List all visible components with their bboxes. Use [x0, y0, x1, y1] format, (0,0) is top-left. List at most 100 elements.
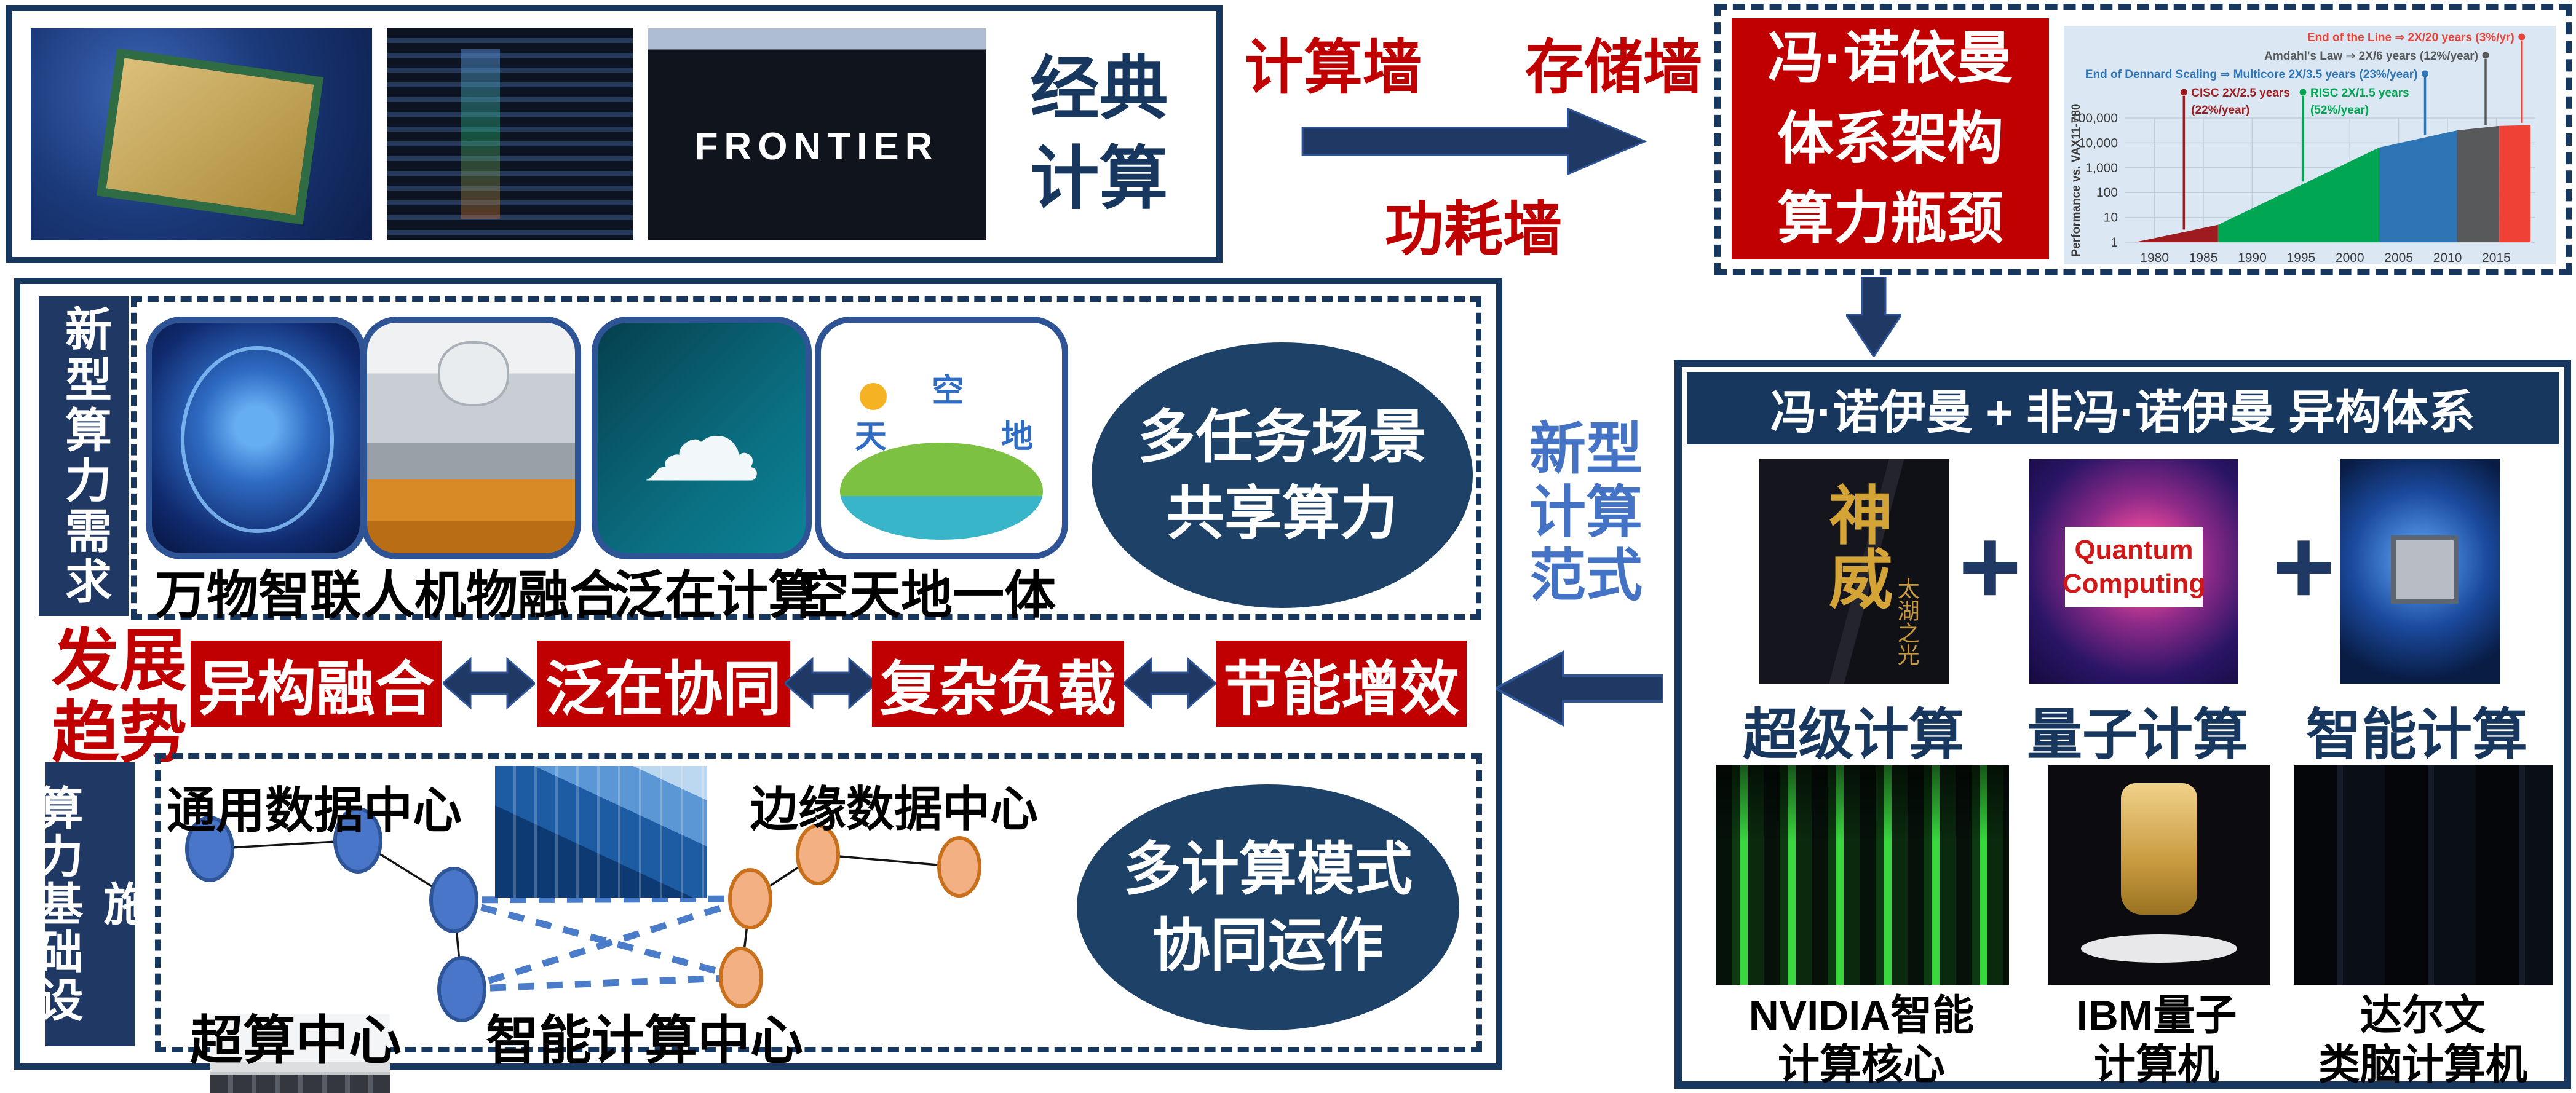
rack-glow-shape — [461, 49, 500, 219]
plus-icon: + — [2272, 507, 2336, 627]
double-arrow-icon — [785, 657, 877, 710]
svg-text:1980: 1980 — [2140, 251, 2169, 264]
svg-text:CISC 2X/2.5 years: CISC 2X/2.5 years — [2191, 87, 2290, 100]
intelligent-computing-label: 智能计算 — [2306, 704, 2527, 766]
network-graph — [185, 807, 981, 1022]
svg-text:Amdahl's Law ⇒ 2X/6 years (12%: Amdahl's Law ⇒ 2X/6 years (12%/year) — [2264, 50, 2478, 63]
trend-label-line1: 发展 — [52, 623, 187, 699]
demand-label-ubiquitous: 泛在计算 — [612, 566, 820, 624]
svg-text:End of Dennard Scaling ⇒ Multi: End of Dennard Scaling ⇒ Multicore 2X/3.… — [2085, 68, 2418, 81]
ibm-quantum-photo — [2048, 765, 2270, 985]
cpu-chip-photo — [31, 28, 372, 240]
svg-text:2010: 2010 — [2433, 251, 2462, 264]
hetero-architecture-box: 冯·诺伊曼 + 非冯·诺伊曼 异构体系 神威 太湖之光 + Quantum Co… — [1674, 360, 2571, 1089]
left-main-box: 新型算力需求 ☁ 空 天 地 万物智联 人机物融合 泛在计算 空天地一体 — [14, 278, 1502, 1093]
classic-photos-row: FRONTIER 经典 计算 — [12, 11, 1216, 257]
ibm-label-line2: 计算机 — [2093, 1041, 2219, 1089]
ai-brain-photo — [146, 317, 366, 559]
demand-label-space-air-ground: 空天地一体 — [797, 566, 1056, 624]
cloud-computing-photo: ☁ — [592, 317, 812, 559]
power-wall-label: 功耗墙 — [1385, 197, 1562, 262]
brain-ring-shape — [181, 345, 334, 533]
bottleneck-line1: 冯·诺依曼 — [1767, 27, 2013, 90]
server-rack-photo — [387, 28, 633, 240]
svg-text:1990: 1990 — [2238, 251, 2267, 264]
ibm-chandelier-shape — [2121, 783, 2197, 915]
trend-box-label: 异构融合 — [198, 656, 434, 722]
intelligent-dc-label: 智能计算中心 — [486, 1011, 803, 1070]
svg-text:1,000: 1,000 — [2085, 161, 2118, 175]
bottleneck-line2: 体系架构 — [1777, 107, 2003, 170]
nvidia-label-line2: 计算核心 — [1777, 1041, 1945, 1089]
trend-box-label: 节能增效 — [1223, 656, 1459, 722]
paradigm-label: 新型 计算 范式 — [1505, 418, 1666, 608]
paradigm-line3: 范式 — [1529, 545, 1643, 608]
demand-dashed-box: ☁ 空 天 地 万物智联 人机物融合 泛在计算 空天地一体 多任务场景 共享算力 — [131, 296, 1481, 624]
ibm-label: IBM量子 计算机 — [2077, 991, 2237, 1089]
darwin-computer-photo — [2294, 765, 2553, 985]
demand-label-human-machine: 人机物融合 — [362, 566, 622, 624]
bottleneck-dashed-box: 冯·诺依曼 体系架构 算力瓶颈 CISC 2X/2.5 years(22%/ye… — [1714, 4, 2572, 275]
nvidia-label-line1: NVIDIA智能 — [1748, 992, 1975, 1039]
trend-box-label: 泛在协同 — [545, 656, 782, 722]
cloud-icon: ☁ — [640, 369, 763, 507]
infra-sidebar: 算力基础设施 — [31, 762, 148, 1046]
supercomputing-label: 超级计算 — [1743, 704, 1964, 766]
double-arrow-icon — [1124, 657, 1216, 710]
quantum-computing-photo: Quantum Computing — [2029, 459, 2238, 684]
plus-icon: + — [1959, 507, 2022, 627]
sun-shape — [859, 382, 887, 410]
darwin-label-line2: 类脑计算机 — [2318, 1041, 2528, 1089]
trend-box-ubiquitous-collab: 泛在协同 — [537, 641, 790, 727]
demand-sidebar: 新型算力需求 — [39, 296, 129, 616]
svg-text:Performance vs. VAX11-780: Performance vs. VAX11-780 — [2070, 104, 2083, 257]
svg-text:(52%/year): (52%/year) — [2310, 104, 2369, 117]
bottleneck-red-box: 冯·诺依曼 体系架构 算力瓶颈 — [1732, 18, 2049, 259]
classic-title-line1: 经典 — [1030, 50, 1168, 128]
cpu-die-shape — [96, 48, 324, 224]
trend-label: 发展 趋势 — [38, 623, 201, 769]
svg-text:100,000: 100,000 — [2071, 111, 2118, 125]
green-landscape-shape — [840, 443, 1043, 540]
general-dc-label: 通用数据中心 — [167, 783, 462, 838]
right-arrow-icon — [1301, 107, 1647, 176]
nvidia-shade — [1716, 765, 2009, 985]
robot-photo — [361, 317, 581, 559]
room-racks-shape — [210, 1075, 390, 1093]
performance-chart: CISC 2X/2.5 years(22%/year)RISC 2X/1.5 y… — [2064, 26, 2556, 266]
multi-mode-line2: 协同运作 — [1152, 913, 1384, 977]
paradigm-line1: 新型 — [1529, 418, 1643, 481]
robot-head-shape — [437, 341, 510, 406]
bottleneck-line3: 算力瓶颈 — [1777, 187, 2003, 251]
sky-char: 空 — [932, 373, 964, 409]
ground-char: 地 — [1001, 419, 1033, 455]
svg-text:End of the Line ⇒ 2X/20 years: End of the Line ⇒ 2X/20 years (3%/yr) — [2307, 31, 2515, 44]
multi-task-line2: 共享算力 — [1166, 481, 1398, 545]
classic-computing-title: 经典 计算 — [1001, 44, 1198, 223]
multi-mode-ellipse: 多计算模式 协同运作 — [1077, 784, 1459, 1030]
storage-wall-label: 存储墙 — [1525, 35, 1702, 101]
darwin-label-line1: 达尔文 — [2360, 992, 2486, 1039]
ibm-label-line1: IBM量子 — [2076, 992, 2237, 1039]
svg-text:2015: 2015 — [2482, 251, 2511, 264]
svg-text:2000: 2000 — [2336, 251, 2364, 264]
down-arrow-icon — [1846, 277, 1901, 357]
sunway-subtitle: 太湖之光 — [1894, 577, 1920, 666]
svg-text:100: 100 — [2096, 186, 2118, 200]
brain-chip-photo — [2340, 459, 2500, 684]
trend-box-energy-saving: 节能增效 — [1216, 641, 1467, 727]
trend-box-label: 复杂负载 — [880, 656, 1116, 722]
svg-text:10,000: 10,000 — [2079, 136, 2118, 150]
multi-mode-line1: 多计算模式 — [1123, 836, 1413, 901]
quantum-computing-label: 量子计算 — [2027, 704, 2248, 766]
air-char: 天 — [854, 419, 887, 455]
sky-air-ground-photo: 空 天 地 — [815, 317, 1068, 559]
svg-text:1985: 1985 — [2189, 251, 2218, 264]
multi-task-ellipse: 多任务场景 共享算力 — [1092, 342, 1473, 608]
trend-box-hetero-fusion: 异构融合 — [191, 641, 442, 727]
sunway-chars: 神威 — [1818, 481, 1890, 610]
frontier-supercomputer-photo: FRONTIER — [648, 28, 986, 240]
svg-text:RISC 2X/1.5 years: RISC 2X/1.5 years — [2310, 87, 2409, 100]
quantum-word1: Quantum — [2074, 535, 2194, 566]
